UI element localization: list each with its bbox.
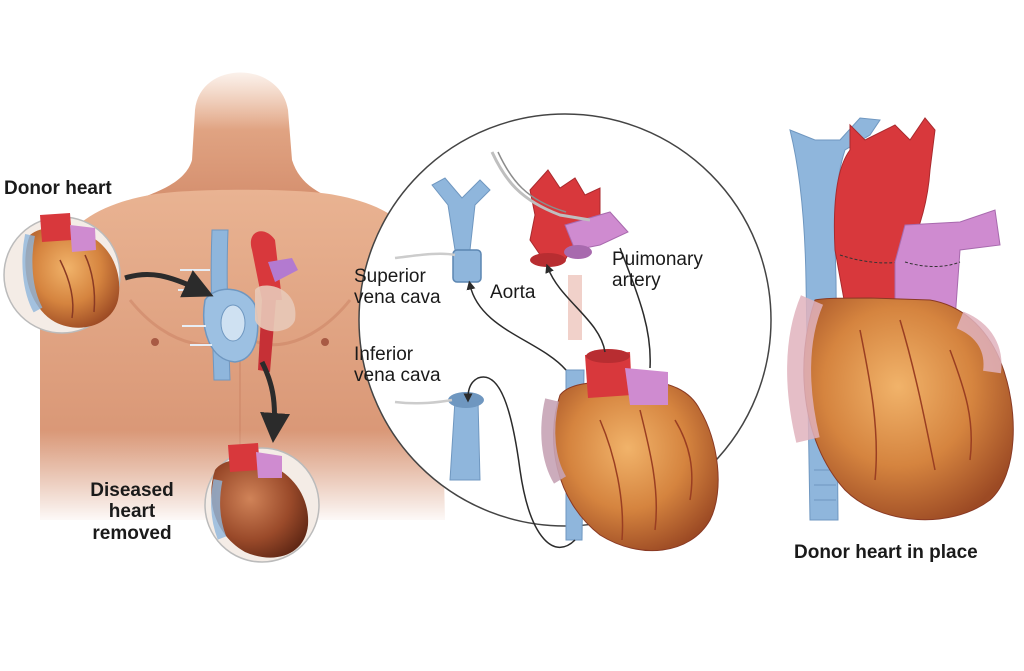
label-diseased-heart-removed: Diseased heart removed [72, 480, 192, 544]
label-aorta: Aorta [490, 282, 536, 303]
donor-heart-in-place [787, 117, 1014, 521]
pa-connector [619, 247, 651, 369]
label-diseased-line1: Diseased [90, 480, 174, 501]
label-donor-heart: Donor heart [4, 178, 112, 199]
removed-arrow [259, 360, 291, 443]
center-donor-heart [541, 349, 719, 552]
diseased-heart-inset [204, 443, 320, 563]
label-pa-line2: artery [612, 270, 661, 292]
label-pulmonary-artery: Puimonary artery [612, 249, 703, 292]
donor-arrow [124, 270, 214, 298]
label-donor-heart-in-place: Donor heart in place [794, 542, 978, 563]
label-svc-line1: Superior [354, 266, 426, 287]
label-ivc-line2: vena cava [354, 365, 441, 387]
detail-circle [358, 113, 772, 552]
label-diseased-line3: removed [92, 522, 172, 544]
ivc-connector [463, 376, 576, 549]
donor-heart-inset [3, 213, 121, 334]
aorta-connector [545, 263, 606, 353]
label-ivc-line1: Inferior [354, 344, 414, 365]
chest-vessels [178, 229, 298, 381]
svc-connector [466, 280, 567, 371]
label-inferior-vena-cava: Inferior vena cava [354, 344, 441, 387]
label-svc-line2: vena cava [354, 287, 441, 309]
label-diseased-line2: heart [108, 501, 156, 523]
label-superior-vena-cava: Superior vena cava [354, 266, 441, 309]
label-pa-line1: Puimonary [612, 249, 703, 270]
